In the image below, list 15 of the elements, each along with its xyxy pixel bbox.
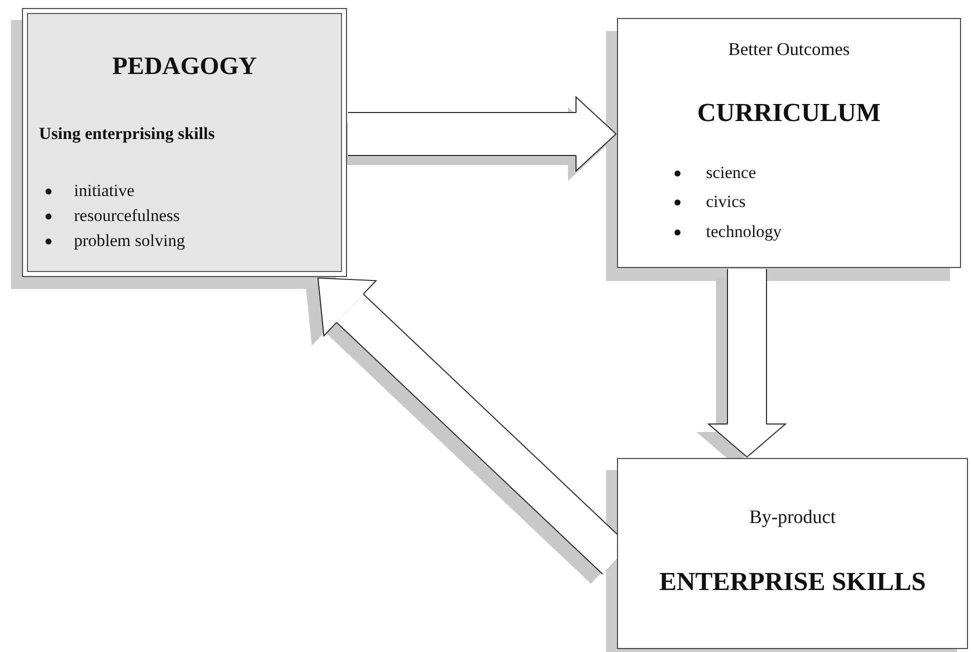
subheading: Better Outcomes	[727, 38, 851, 61]
heading: ENTERPRISE SKILLS	[658, 566, 927, 598]
heading: CURRICULUM	[696, 97, 882, 129]
bullet-item: problem solving	[74, 230, 185, 252]
bullet-item: civics	[706, 191, 746, 213]
text-box	[22, 8, 347, 277]
heading: PEDAGOGY	[111, 52, 258, 82]
bullet-item: resourcefulness	[74, 205, 180, 227]
text-box	[617, 18, 961, 268]
text-box	[617, 458, 968, 649]
bullet-item: science	[706, 162, 756, 184]
bullet-item: initiative	[74, 180, 134, 202]
subheading: By-product	[748, 506, 837, 530]
bullet-item: technology	[706, 221, 782, 243]
heading: Using enterprising skills	[39, 123, 215, 145]
